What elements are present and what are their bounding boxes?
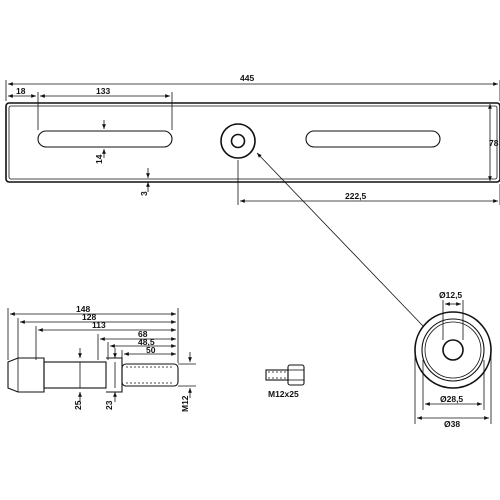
bolt-collar <box>106 357 123 393</box>
bolt-body <box>43 361 107 389</box>
left-slot <box>37 130 173 148</box>
dim-slot-length: 133 <box>96 86 110 96</box>
dim-bolt-total: 148 <box>76 304 90 314</box>
screw-shank <box>265 369 289 381</box>
dim-bolt-128: 128 <box>82 312 96 322</box>
bolt-thread <box>121 363 179 387</box>
bolt-head-end <box>7 357 45 393</box>
dim-washer-inner: Ø12,5 <box>439 290 462 300</box>
center-hole <box>230 133 246 149</box>
screw-label: M12x25 <box>268 389 299 399</box>
plate-inner-edge <box>8 105 498 180</box>
dim-plate-height: 78 <box>489 138 499 148</box>
detail-leader-line <box>256 152 424 327</box>
bolt-dimensions: 148 128 113 68 48,5 50 25 23 <box>7 304 196 412</box>
dim-edge-to-slot: 18 <box>16 86 26 96</box>
screw-head <box>287 364 305 386</box>
right-slot <box>305 130 441 148</box>
hex-screw: M12x25 <box>265 364 305 399</box>
dim-bolt-113: 113 <box>92 320 106 330</box>
dim-slot-width: 14 <box>94 154 104 164</box>
dim-bolt-thread: M12 <box>180 395 190 412</box>
washer-ring-edge <box>424 321 482 379</box>
dim-washer-mid: Ø28,5 <box>440 394 463 404</box>
washer-outer-circle <box>414 311 492 389</box>
center-boss-outer <box>220 123 256 159</box>
washer-bore <box>442 339 464 361</box>
washer-detail: Ø12,5 Ø28,5 Ø38 <box>414 290 492 429</box>
dim-center-to-end: 222,5 <box>345 191 367 201</box>
dim-bolt-48-5: 48,5 <box>138 337 155 347</box>
dim-overall-length: 445 <box>240 73 254 83</box>
dim-bolt-dia-23: 23 <box>104 400 114 410</box>
bolt-side-view <box>7 357 179 393</box>
washer-inner-ring <box>421 318 485 382</box>
dim-bolt-68: 68 <box>138 329 148 339</box>
dim-bolt-dia-25: 25 <box>73 400 83 410</box>
plate-dimensions: 445 18 133 78 14 3 222,5 <box>5 73 500 205</box>
mounting-plate <box>5 102 500 183</box>
dim-bolt-thread-length: 50 <box>146 345 156 355</box>
dim-edge-offset: 3 <box>139 191 149 196</box>
dim-washer-outer: Ø38 <box>444 419 460 429</box>
plate-outline <box>5 102 500 183</box>
